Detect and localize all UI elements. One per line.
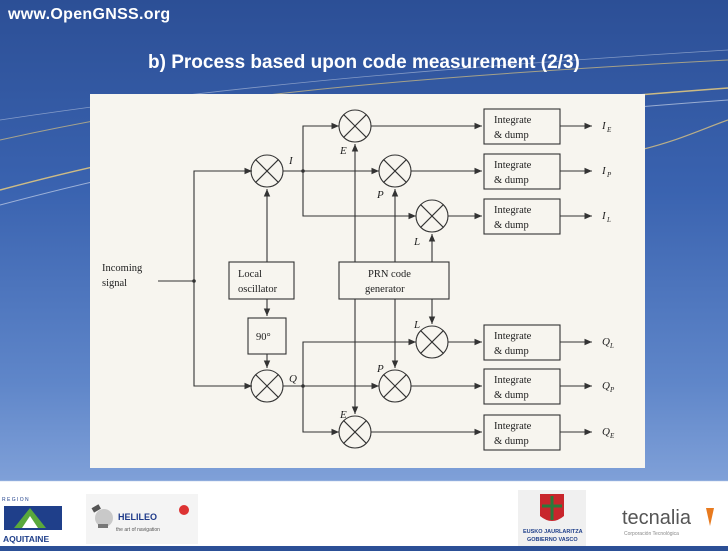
svg-text:AQUITAINE: AQUITAINE — [3, 534, 49, 544]
diagram-canvas: Incoming signal I Q Local oscillator 90°… — [102, 108, 615, 451]
svg-text:Integrate: Integrate — [494, 115, 532, 126]
correlator-block-diagram: Incoming signal I Q Local oscillator 90°… — [90, 94, 645, 468]
svg-text:Corporación Tecnológica: Corporación Tecnológica — [624, 531, 679, 537]
slide-title: b) Process based upon code measurement (… — [148, 52, 580, 73]
svg-text:the art of navigation: the art of navigation — [116, 527, 160, 533]
tecnalia-logo[interactable]: tecnalia Corporación Tecnológica — [614, 498, 726, 542]
output-ip: I P — [601, 165, 612, 179]
svg-text:& dump: & dump — [494, 220, 529, 231]
output-ql: Q L — [602, 336, 614, 350]
q-to-l-mixer — [302, 338, 416, 386]
svg-text:Integrate: Integrate — [494, 375, 532, 386]
tap-p-label-i: P — [376, 189, 384, 201]
prn-code-generator-block: PRN code generator — [338, 261, 450, 300]
svg-text:Q: Q — [602, 426, 610, 438]
il-mixer — [415, 199, 449, 233]
svg-text:Q: Q — [602, 336, 610, 348]
integrate-dump-il: Integrate & dump — [483, 198, 561, 235]
output-qe: Q E — [602, 426, 615, 440]
svg-text:& dump: & dump — [494, 130, 529, 141]
tap-e-label-q: E — [339, 409, 347, 421]
svg-text:90°: 90° — [256, 332, 271, 343]
svg-text:PRN code: PRN code — [368, 269, 411, 280]
svg-text:I: I — [601, 165, 607, 177]
integrate-dump-ql: Integrate & dump — [483, 324, 561, 361]
svg-text:& dump: & dump — [494, 175, 529, 186]
input-label-line1: Incoming — [102, 263, 143, 274]
i-to-e-mixer — [302, 122, 339, 171]
tap-l-label-i: L — [413, 236, 420, 248]
q-to-e-mixer — [302, 386, 339, 436]
basque-government-logo[interactable]: EUSKO JAURLARITZA GOBIERNO VASCO — [518, 490, 586, 546]
svg-text:EUSKO JAURLARITZA: EUSKO JAURLARITZA — [523, 529, 583, 535]
svg-text:HELILEO: HELILEO — [118, 512, 157, 522]
input-to-i-mixer — [193, 167, 252, 281]
ip-mixer — [378, 154, 412, 188]
svg-text:& dump: & dump — [494, 390, 529, 401]
svg-text:L: L — [609, 342, 614, 350]
svg-text:E: E — [606, 126, 612, 134]
integrate-dump-qp: Integrate & dump — [483, 368, 561, 405]
svg-text:& dump: & dump — [494, 436, 529, 447]
svg-text:oscillator: oscillator — [238, 284, 278, 295]
svg-text:Integrate: Integrate — [494, 160, 532, 171]
svg-text:I: I — [601, 210, 607, 222]
svg-text:P: P — [609, 386, 615, 394]
svg-text:& dump: & dump — [494, 346, 529, 357]
tap-p-label-q: P — [376, 363, 384, 375]
aquitaine-logo[interactable]: R E G I O N AQUITAINE — [0, 494, 66, 544]
i-branch-label: I — [288, 155, 294, 167]
tap-e-label-i: E — [339, 145, 347, 157]
site-url[interactable]: www.OpenGNSS.org — [8, 6, 171, 23]
svg-text:Local: Local — [238, 269, 262, 280]
svg-text:P: P — [606, 171, 612, 179]
local-oscillator-block: Local oscillator — [228, 261, 295, 300]
svg-text:L: L — [606, 216, 611, 224]
tap-l-label-q: L — [413, 319, 420, 331]
q-branch-label: Q — [289, 373, 297, 385]
ie-mixer — [338, 109, 372, 143]
svg-text:tecnalia: tecnalia — [622, 507, 692, 529]
output-ie: I E — [601, 120, 612, 134]
integrate-dump-ip: Integrate & dump — [483, 153, 561, 190]
footer-logo-bar: R E G I O N AQUITAINE HELILEO the art of… — [0, 488, 728, 546]
svg-text:R E G I O N: R E G I O N — [2, 497, 29, 503]
svg-text:Integrate: Integrate — [494, 331, 532, 342]
qp-mixer — [378, 369, 412, 403]
svg-text:I: I — [601, 120, 607, 132]
input-to-q-mixer — [193, 281, 252, 390]
svg-text:E: E — [609, 432, 615, 440]
svg-text:Integrate: Integrate — [494, 205, 532, 216]
q-mixer — [250, 369, 284, 403]
input-label-line2: signal — [102, 278, 127, 289]
ql-mixer — [415, 325, 449, 359]
helileo-logo[interactable]: HELILEO the art of navigation — [86, 494, 198, 544]
phase-shift-block: 90° — [247, 317, 287, 355]
integrate-dump-ie: Integrate & dump — [483, 108, 561, 145]
svg-text:Integrate: Integrate — [494, 421, 532, 432]
integrate-dump-qe: Integrate & dump — [483, 414, 561, 451]
svg-text:generator: generator — [365, 284, 405, 295]
i-to-l-mixer — [302, 171, 416, 220]
i-mixer — [250, 154, 284, 188]
svg-text:Q: Q — [602, 380, 610, 392]
output-qp: Q P — [602, 380, 615, 394]
svg-text:GOBIERNO VASCO: GOBIERNO VASCO — [527, 537, 578, 543]
output-il: I L — [601, 210, 611, 224]
